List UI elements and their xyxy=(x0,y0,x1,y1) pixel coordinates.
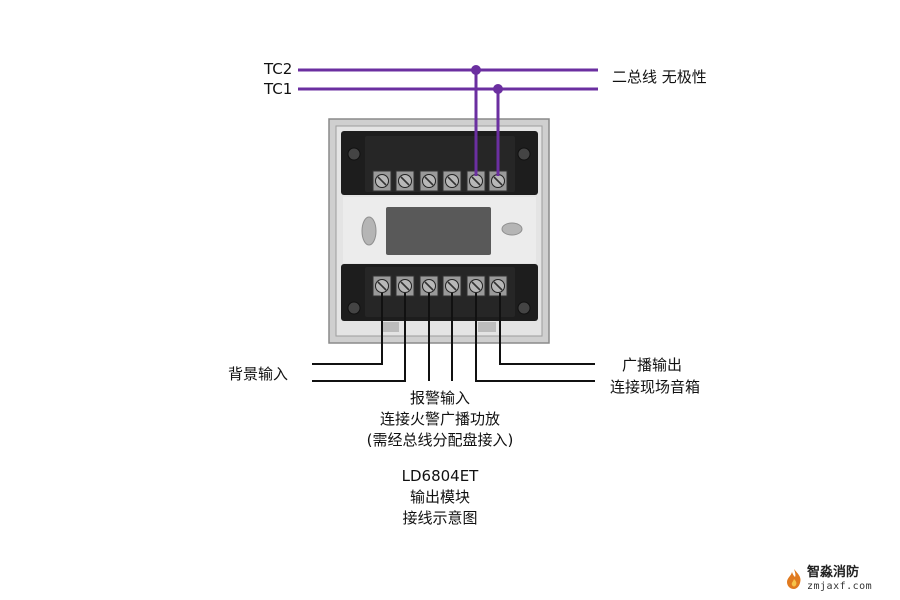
flame-logo-icon xyxy=(787,569,801,589)
bottom-screw-6 xyxy=(488,275,508,297)
alarm-input-block: 报警输入 连接火警广播功放 (需经总线分配盘接入) xyxy=(330,388,550,451)
watermark-url: zmjaxf.com xyxy=(807,581,873,592)
watermark-name: 智淼消防 xyxy=(807,565,860,580)
top-screw-5 xyxy=(466,170,486,192)
bus-note: 二总线 无极性 xyxy=(612,68,707,86)
top-screw-1 xyxy=(372,170,392,192)
diagram-caption: LD6804ET 输出模块 接线示意图 xyxy=(360,466,520,529)
caption-title: 接线示意图 xyxy=(402,509,478,527)
top-screw-3 xyxy=(419,170,439,192)
model-number: LD6804ET xyxy=(401,467,479,485)
broadcast-output-sub-label: 连接现场音箱 xyxy=(610,378,701,396)
background-input-label: 背景输入 xyxy=(228,365,289,383)
watermark: 智淼消防 zmjaxf.com xyxy=(783,566,893,594)
tc1-label: TC1 xyxy=(264,80,293,98)
bottom-screw-3 xyxy=(419,275,439,297)
alarm-input-label: 报警输入 xyxy=(409,389,470,407)
terminal-screws xyxy=(372,170,508,297)
top-terminal-block xyxy=(341,131,538,195)
bus-wires xyxy=(298,65,598,176)
signal-leads xyxy=(312,293,595,382)
top-screw-2 xyxy=(395,170,415,192)
broadcast-output-label: 广播输出 xyxy=(622,356,683,374)
alarm-input-sub-label: 连接火警广播功放 xyxy=(379,410,500,428)
module-type: 输出模块 xyxy=(409,488,470,506)
top-screw-4 xyxy=(442,170,462,192)
alarm-input-note: (需经总线分配盘接入) xyxy=(366,431,514,449)
tc2-label: TC2 xyxy=(264,60,293,78)
top-screw-6 xyxy=(488,170,508,192)
output-module-device xyxy=(328,118,550,344)
bottom-screw-5 xyxy=(466,275,486,297)
mounting-plate xyxy=(343,197,536,263)
